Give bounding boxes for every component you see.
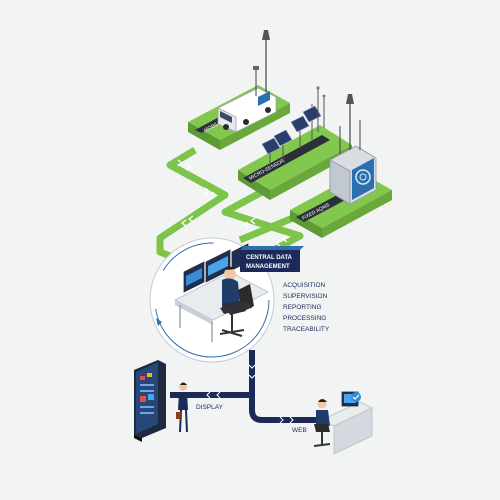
monitoring-cabinet-icon (329, 94, 377, 205)
navy-pipe-arrows (206, 364, 294, 424)
function-item: REPORTING (283, 304, 322, 311)
display-label: DISPLAY (196, 404, 224, 411)
web-workstation-icon (313, 391, 373, 455)
function-item: TRACEABILITY (283, 326, 330, 333)
central-data-label-box: CENTRAL DATA MANAGEMENT (240, 246, 304, 272)
function-item: PROCESSING (283, 315, 326, 322)
navy-output-pipes (170, 350, 320, 423)
van-icon (217, 30, 277, 133)
function-item: SUPERVISION (283, 293, 328, 300)
standing-person-icon (176, 382, 188, 433)
web-label: WEB (292, 427, 307, 434)
function-list: ACQUISITION SUPERVISION REPORTING PROCES… (283, 282, 330, 333)
function-item: ACQUISITION (283, 282, 326, 289)
solar-sensor-icons (261, 86, 326, 168)
green-path-arrows (177, 159, 288, 247)
central-title-line2: MANAGEMENT (246, 264, 290, 270)
operator-workstation-icon (174, 243, 269, 342)
central-title-line1: CENTRAL DATA (246, 255, 293, 261)
display-kiosk-icon (134, 360, 166, 442)
